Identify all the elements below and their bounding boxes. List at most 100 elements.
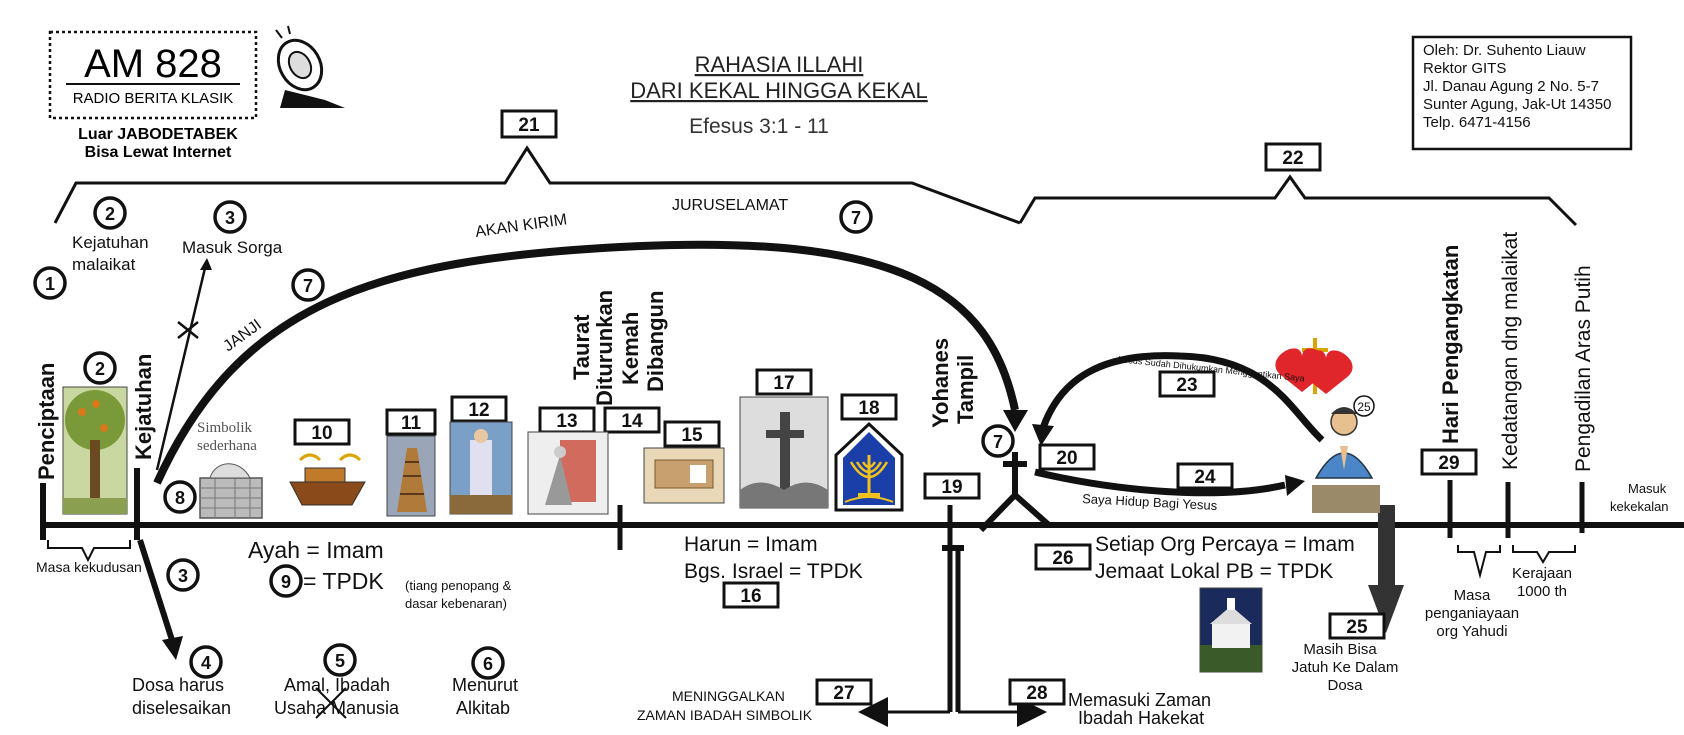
svg-text:12: 12 xyxy=(468,400,489,421)
svg-text:5: 5 xyxy=(335,651,345,671)
circle-number-1: 1 xyxy=(35,268,65,298)
box-number-10: 10 xyxy=(295,420,349,444)
label-kejatuhan: Kejatuhan xyxy=(131,354,156,460)
svg-text:28: 28 xyxy=(1026,683,1047,704)
station-name: AM 828 xyxy=(84,42,222,86)
author-line-2: Rektor GITS xyxy=(1423,60,1506,77)
label-kejatuhan-malaikat-1: Kejatuhan xyxy=(72,233,149,252)
bracket-22 xyxy=(1020,177,1576,225)
menorah-icon xyxy=(836,424,902,510)
svg-text:25: 25 xyxy=(1346,617,1368,638)
box-number-17: 17 xyxy=(757,370,811,394)
label-masa-aniaya-1: Masa xyxy=(1454,587,1491,604)
label-kejatuhan-malaikat-2: malaikat xyxy=(72,255,136,274)
svg-text:18: 18 xyxy=(858,398,879,419)
svg-text:17: 17 xyxy=(773,373,794,394)
svg-text:15: 15 xyxy=(681,425,703,446)
svg-text:29: 29 xyxy=(1438,453,1459,474)
svg-text:1: 1 xyxy=(45,274,55,294)
label-memasuki-1: Memasuki Zaman xyxy=(1068,690,1211,710)
label-tpdk: = TPDK xyxy=(303,568,384,594)
label-masih-3: Dosa xyxy=(1327,677,1363,694)
svg-text:10: 10 xyxy=(311,423,332,444)
label-jemaat: Jemaat Lokal PB = TPDK xyxy=(1095,560,1333,583)
altar-picture xyxy=(200,464,262,518)
label-dibangun: Dibangun xyxy=(643,291,668,392)
tree-picture xyxy=(63,387,127,514)
circle-number-3-top: 3 xyxy=(215,202,245,232)
svg-text:14: 14 xyxy=(621,411,643,432)
box-number-25: 25 xyxy=(1330,614,1384,638)
abraham-picture xyxy=(450,422,512,514)
label-masih-2: Jatuh Ke Dalam xyxy=(1292,659,1399,676)
box-number-11: 11 xyxy=(387,410,435,434)
box-number-24: 24 xyxy=(1178,464,1232,488)
svg-text:7: 7 xyxy=(851,208,861,228)
box-number-22: 22 xyxy=(1266,144,1320,170)
svg-text:16: 16 xyxy=(740,586,761,607)
label-dosa-1: Dosa harus xyxy=(132,675,224,695)
box-number-19: 19 xyxy=(925,474,979,498)
label-meninggalkan-2: ZAMAN IBADAH SIMBOLIK xyxy=(637,707,813,723)
circle-number-8: 8 xyxy=(165,482,195,512)
circle-number-25-small: 25 xyxy=(1354,396,1374,416)
circle-number-2-pic: 2 xyxy=(85,353,115,383)
title-verse: Efesus 3:1 - 11 xyxy=(689,115,829,138)
svg-text:8: 8 xyxy=(175,488,185,508)
label-masa-aniaya-2: penganiayaan xyxy=(1425,605,1519,622)
label-masa-aniaya-3: org Yahudi xyxy=(1436,623,1507,640)
box-number-29: 29 xyxy=(1422,450,1476,474)
label-menurut: Menurut xyxy=(452,675,518,695)
box-number-26: 26 xyxy=(1036,545,1090,569)
svg-text:7: 7 xyxy=(303,276,313,296)
label-taurat: Taurat xyxy=(569,314,594,380)
station-subtitle: RADIO BERITA KLASIK xyxy=(73,90,234,107)
satellite-dish-icon xyxy=(270,26,345,108)
label-akan-kirim: AKAN KIRIM xyxy=(474,211,568,241)
title-line-2: DARI KEKAL HINGGA KEKAL xyxy=(630,78,928,103)
logo-line-1: Luar JABODETABEK xyxy=(78,126,238,143)
box-number-12: 12 xyxy=(452,397,506,421)
label-tiang-2: dasar kebenaran) xyxy=(405,596,507,611)
svg-text:3: 3 xyxy=(178,566,188,586)
box-number-27: 27 xyxy=(817,680,871,704)
church-icon xyxy=(1200,588,1262,672)
label-kerajaan-2: 1000 th xyxy=(1517,583,1567,600)
svg-text:13: 13 xyxy=(556,411,577,432)
box-number-18: 18 xyxy=(842,395,896,419)
label-hari-pengangkatan: Hari Pengangkatan xyxy=(1438,245,1463,444)
circle-number-2-top: 2 xyxy=(95,198,125,228)
label-kedatangan: Kedatangan dng malaikat xyxy=(1499,232,1522,470)
label-setiap-org: Setiap Org Percaya = Imam xyxy=(1095,533,1355,556)
label-kekekalan: kekekalan xyxy=(1610,499,1669,514)
author-line-4: Sunter Agung, Jak-Ut 14350 xyxy=(1423,96,1611,113)
circle-number-5: 5 xyxy=(325,645,355,675)
tabernacle-picture xyxy=(644,448,724,503)
babel-tower-picture xyxy=(387,436,435,516)
svg-text:26: 26 xyxy=(1052,548,1073,569)
label-masuk-sorga: Masuk Sorga xyxy=(182,238,283,257)
box-number-28: 28 xyxy=(1010,680,1064,704)
label-harun: Harun = Imam xyxy=(684,533,818,556)
label-juruselamat: JURUSELAMAT xyxy=(672,197,788,214)
arc-24 xyxy=(1035,472,1285,493)
label-yohanes: Yohanes xyxy=(928,338,953,428)
svg-text:23: 23 xyxy=(1176,375,1197,396)
box-number-21: 21 xyxy=(502,111,556,137)
svg-text:2: 2 xyxy=(95,359,105,379)
label-tampil: Tampil xyxy=(953,355,978,424)
label-simbolik: Simbolik xyxy=(197,420,253,436)
box-number-16: 16 xyxy=(724,583,778,607)
label-penciptaan: Penciptaan xyxy=(34,363,59,480)
moses-picture xyxy=(528,432,608,514)
label-sederhana: sederhana xyxy=(197,438,257,454)
svg-text:3: 3 xyxy=(225,208,235,228)
svg-text:2: 2 xyxy=(105,204,115,224)
circle-number-6: 6 xyxy=(473,648,503,678)
label-kerajaan-1: Kerajaan xyxy=(1512,565,1572,582)
praying-person-icon xyxy=(1312,407,1380,513)
label-memasuki-2: Ibadah Hakekat xyxy=(1078,708,1204,728)
ark-picture xyxy=(280,450,372,515)
circle-number-7-top: 7 xyxy=(841,202,871,232)
label-kemah: Kemah xyxy=(618,312,643,385)
